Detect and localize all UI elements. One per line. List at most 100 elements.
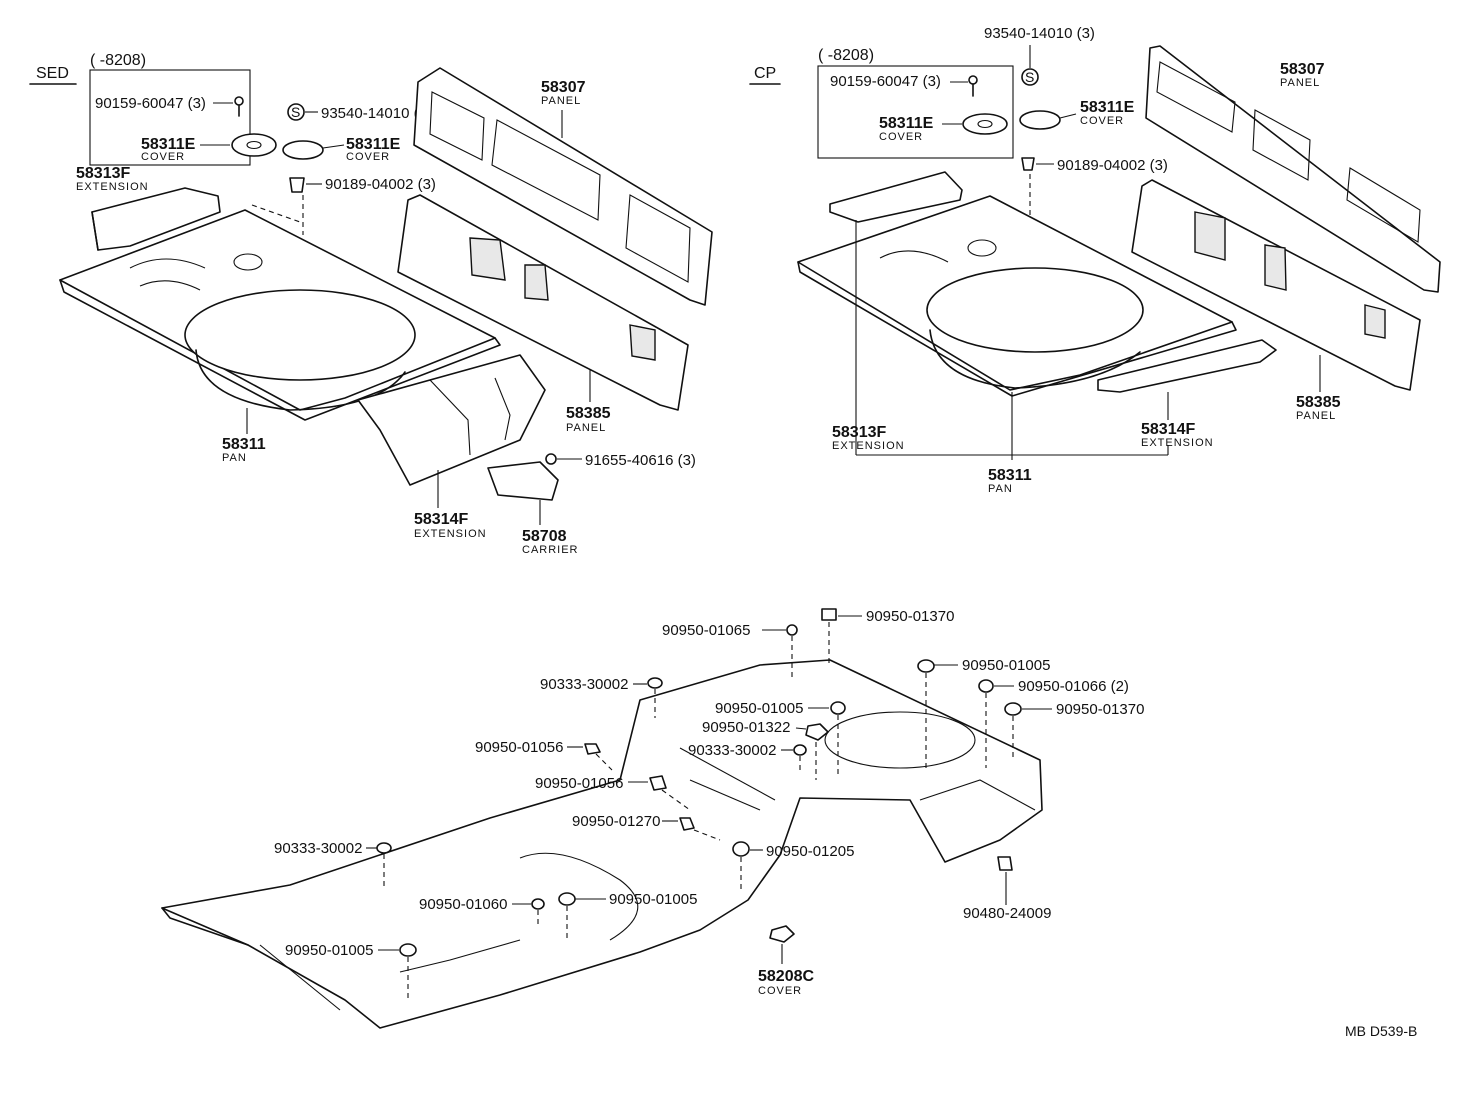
floor-label-02: 90950-01370 xyxy=(866,608,954,625)
coupe-clip-label: 90189-04002 (3) xyxy=(1057,157,1168,174)
sedan-pan-number: 58311 xyxy=(222,436,266,453)
floor-label-03: 90950-01005 xyxy=(962,657,1050,674)
coupe-cover-small-icon xyxy=(962,113,1008,135)
coupe-pan-shape xyxy=(797,195,1237,397)
coupe-extension-r-shape xyxy=(1097,339,1277,393)
svg-text:S: S xyxy=(291,104,300,120)
sedan-panel-upper-shape xyxy=(413,67,713,306)
coupe-ext-f-name: EXTENSION xyxy=(832,440,905,452)
sedan-screw-label: 93540-14010 (3) xyxy=(321,105,432,122)
plug-icon xyxy=(584,743,601,755)
coupe-panel-upper-shape xyxy=(1145,45,1441,293)
coupe-ext-f-number: 58313F xyxy=(832,424,886,441)
sedan-date-range: ( -8208) xyxy=(90,52,146,69)
floor-label-13: 90333-30002 xyxy=(274,840,362,857)
coupe-variant-label: CP xyxy=(754,65,776,82)
sedan-cover-number: 58311E xyxy=(346,136,401,153)
coupe-panel-upper-name: PANEL xyxy=(1280,77,1320,89)
coupe-cover-number: 58311E xyxy=(1080,99,1135,116)
sedan-carrier-name: CARRIER xyxy=(522,544,579,556)
sedan-panel-lower-name: PANEL xyxy=(566,422,606,434)
coupe-pan-number: 58311 xyxy=(988,467,1032,484)
sedan-panel-lower-shape xyxy=(397,194,689,411)
sedan-option-box xyxy=(89,69,251,166)
floor-label-09: 90950-01056 xyxy=(475,739,563,756)
coupe-screw-icon xyxy=(1021,68,1039,86)
coupe-clip-icon xyxy=(1021,157,1035,171)
sedan-bolt-label: 90159-60047 (3) xyxy=(95,95,206,112)
sedan-ext-r-number: 58314F xyxy=(414,511,468,528)
floor-label-06: 90950-01005 xyxy=(715,700,803,717)
floor-label-17: 90950-01005 xyxy=(609,891,697,908)
plug-icon xyxy=(786,624,798,636)
plug-icon xyxy=(793,744,807,756)
coupe-panel-lower-shape xyxy=(1131,179,1421,391)
coupe-extension-f-shape xyxy=(829,171,963,223)
floor-cover-icon xyxy=(769,925,795,943)
coupe-bolt-label: 90159-60047 (3) xyxy=(830,73,941,90)
coupe-cover-small-number: 58311E xyxy=(879,115,934,132)
sedan-panel-lower-number: 58385 xyxy=(566,405,611,422)
plug-icon xyxy=(531,898,545,910)
sedan-extension-r-shape xyxy=(357,354,546,486)
floor-section: 90950-01065 90950-01370 90950-01005 9033… xyxy=(161,608,1144,1029)
coupe-cover-name: COVER xyxy=(1080,115,1124,127)
sedan-ext-f-number: 58313F xyxy=(76,165,130,182)
plug-icon xyxy=(821,608,837,621)
sedan-variant-label: SED xyxy=(36,65,69,82)
plug-icon xyxy=(997,856,1013,871)
plug-icon xyxy=(376,842,392,854)
coupe-screw-label: 93540-14010 (3) xyxy=(984,25,1095,42)
sedan-screw-icon xyxy=(287,103,305,121)
sedan-bolt-icon xyxy=(234,96,244,117)
sedan-cover-small-icon xyxy=(231,133,277,157)
floor-plugs: 90950-01065 90950-01370 90950-01005 9033… xyxy=(274,608,1144,998)
floor-cover-name: COVER xyxy=(758,985,802,997)
floor-label-01: 90950-01065 xyxy=(662,622,750,639)
sedan-panel-upper-name: PANEL xyxy=(541,95,581,107)
plug-icon xyxy=(830,701,846,715)
sedan-cover-name: COVER xyxy=(346,151,390,163)
plug-icon xyxy=(732,841,750,857)
floor-label-14: 90950-01205 xyxy=(766,843,854,860)
sedan-ext-r-name: EXTENSION xyxy=(414,528,487,540)
coupe-pan-name: PAN xyxy=(988,483,1013,495)
floor-label-16: 90950-01060 xyxy=(419,896,507,913)
coupe-cover-small-name: COVER xyxy=(879,131,923,143)
coupe-ext-r-number: 58314F xyxy=(1141,421,1195,438)
coupe-panel-upper-number: 58307 xyxy=(1280,61,1325,78)
sedan-cover-icon xyxy=(282,140,324,160)
sedan-pan-shape xyxy=(59,204,501,421)
coupe-ext-r-name: EXTENSION xyxy=(1141,437,1214,449)
sedan-cover-small-name: COVER xyxy=(141,151,185,163)
coupe-date-range: ( -8208) xyxy=(818,47,874,64)
plug-icon xyxy=(917,659,935,673)
sedan-bolt2-icon xyxy=(545,453,557,465)
sedan-clip-label: 90189-04002 (3) xyxy=(325,176,436,193)
sedan-cover-small-number: 58311E xyxy=(141,136,196,153)
floor-label-05: 90950-01066 (2) xyxy=(1018,678,1129,695)
floor-label-12: 90950-01270 xyxy=(572,813,660,830)
coupe-panel-lower-name: PANEL xyxy=(1296,410,1336,422)
plug-icon xyxy=(649,775,667,791)
coupe-section: CP ( -8208) 90159-60047 (3) 58311E COVER… xyxy=(749,25,1441,495)
svg-text:S: S xyxy=(1025,69,1034,85)
coupe-option-box xyxy=(817,65,1014,159)
coupe-bolt-icon xyxy=(968,75,978,97)
plug-icon xyxy=(1004,702,1022,716)
diagram-code: MB D539-B xyxy=(1345,1023,1417,1039)
sedan-panel-upper-number: 58307 xyxy=(541,79,586,96)
plug-icon xyxy=(978,679,994,693)
plug-icon xyxy=(558,892,576,906)
floor-cover-number: 58208C xyxy=(758,968,814,985)
sedan-carrier-number: 58708 xyxy=(522,528,567,545)
plug-icon xyxy=(679,817,695,831)
sedan-pan-name: PAN xyxy=(222,452,247,464)
sedan-ext-f-name: EXTENSION xyxy=(76,181,149,193)
plug-icon xyxy=(399,943,417,957)
sedan-clip-icon xyxy=(289,177,305,193)
sedan-section: SED ( -8208) 90159-60047 (3) 58311E COVE… xyxy=(29,52,713,556)
plug-icon xyxy=(805,723,829,741)
floor-label-08: 90950-01322 xyxy=(702,719,790,736)
